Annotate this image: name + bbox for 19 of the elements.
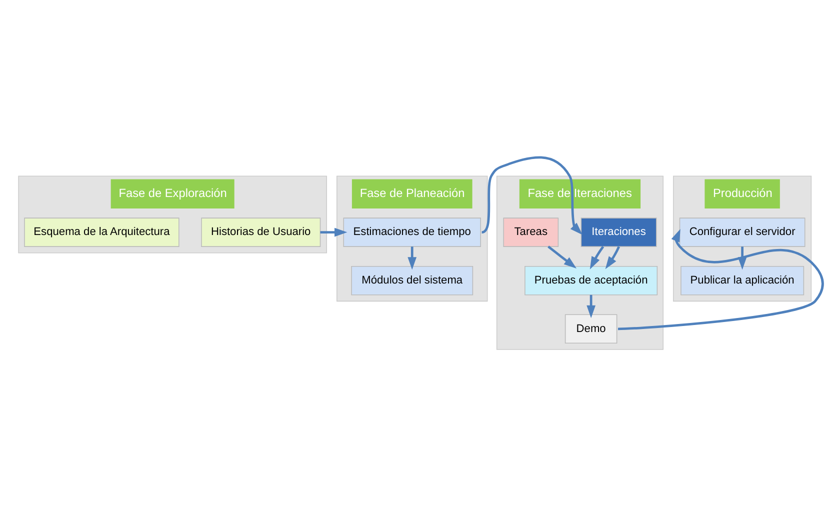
arrow bbox=[738, 246, 747, 270]
arrow bbox=[590, 246, 604, 270]
node-box: Demo bbox=[564, 314, 618, 344]
node-box: Estimaciones de tiempo bbox=[343, 218, 481, 247]
arrow bbox=[618, 229, 824, 330]
node-box: Configurar el servidor bbox=[679, 218, 806, 247]
node-box: Módulos del sistema bbox=[351, 266, 474, 296]
node-box: Tareas bbox=[503, 218, 559, 247]
arrow bbox=[605, 246, 620, 270]
arrow bbox=[320, 228, 348, 237]
arrow bbox=[548, 246, 577, 269]
node-box: Esquema de la Arquitectura bbox=[24, 218, 180, 247]
arrow bbox=[481, 156, 583, 235]
node-box: Pruebas de aceptación bbox=[524, 266, 658, 296]
arrow bbox=[408, 246, 417, 270]
node-box: Publicar la aplicación bbox=[680, 266, 804, 296]
node-box: Iteraciones bbox=[580, 218, 657, 247]
arrow bbox=[586, 294, 596, 318]
node-box: Historias de Usuario bbox=[201, 218, 321, 247]
